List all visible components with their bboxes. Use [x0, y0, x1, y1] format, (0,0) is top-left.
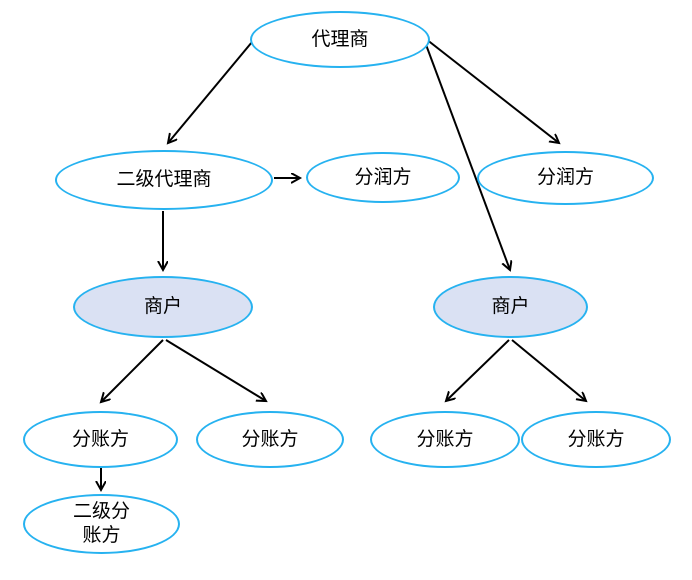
node-sub-split-party-label: 二级分账方: [72, 501, 130, 546]
arrow-merchant-right-to-split-4: [511, 339, 586, 401]
node-agent: 代理商: [250, 11, 430, 68]
arrow-merchant-right-to-split-3: [446, 339, 510, 401]
node-merchant-left: 商户: [73, 276, 253, 338]
node-profit-share-left: 分润方: [306, 152, 460, 203]
node-split-party-3-label: 分账方: [416, 428, 474, 450]
node-split-party-3: 分账方: [370, 411, 520, 468]
node-sub-agent: 二级代理商: [55, 150, 273, 210]
node-merchant-right-label: 商户: [491, 296, 530, 318]
node-merchant-left-label: 商户: [143, 296, 182, 318]
arrow-agent-to-profit-share-right: [425, 38, 559, 143]
node-sub-agent-label: 二级代理商: [116, 169, 212, 191]
node-split-party-1: 分账方: [23, 411, 178, 468]
node-sub-split-party: 二级分账方: [23, 494, 180, 554]
node-split-party-4: 分账方: [521, 411, 671, 468]
node-merchant-right: 商户: [433, 276, 588, 338]
node-profit-share-right-label: 分润方: [536, 167, 594, 189]
arrow-merchant-left-to-split-2: [165, 339, 266, 401]
node-agent-label: 代理商: [311, 28, 369, 50]
arrow-agent-to-merchant-right: [424, 41, 510, 270]
node-profit-share-left-label: 分润方: [354, 166, 412, 188]
node-split-party-4-label: 分账方: [567, 428, 625, 450]
arrow-merchant-left-to-split-1: [101, 339, 164, 402]
node-split-party-2: 分账方: [196, 411, 344, 468]
node-profit-share-right: 分润方: [477, 151, 654, 205]
node-split-party-2-label: 分账方: [241, 428, 299, 450]
arrow-agent-to-sub-agent: [168, 41, 253, 143]
node-split-party-1-label: 分账方: [71, 428, 129, 450]
